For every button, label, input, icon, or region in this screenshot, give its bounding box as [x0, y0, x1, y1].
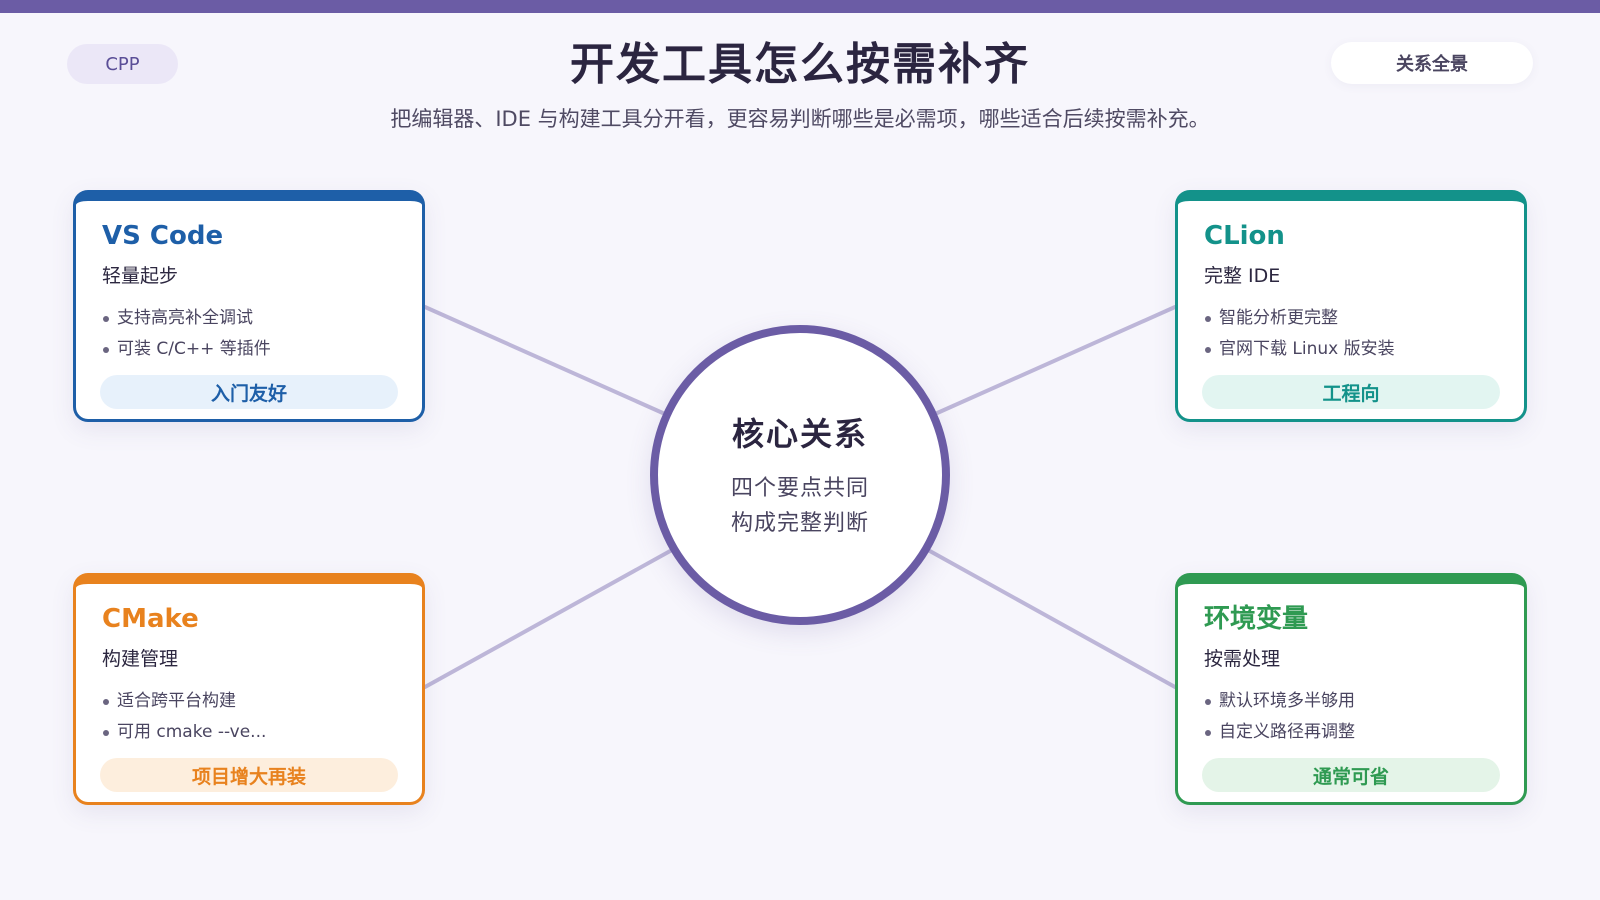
card-bullet: 智能分析更完整 [1204, 303, 1498, 334]
top-accent-bar [0, 0, 1600, 13]
card-bullet: 可用 cmake --ve... [102, 717, 396, 748]
connector-env [926, 548, 1177, 689]
card-bullet: 官网下载 Linux 版安装 [1204, 334, 1498, 365]
card-bullet: 支持高亮补全调试 [102, 303, 396, 334]
card-bullet-list: 支持高亮补全调试 可装 C/C++ 等插件 [102, 303, 396, 365]
connector-vscode [423, 305, 667, 416]
card-clion: CLion 完整 IDE 智能分析更完整 官网下载 Linux 版安装 工程向 [1175, 190, 1527, 422]
card-env-vars: 环境变量 按需处理 默认环境多半够用 自定义路径再调整 通常可省 [1175, 573, 1527, 805]
card-badge: 工程向 [1202, 375, 1500, 409]
topic-tag: CPP [67, 44, 178, 84]
card-bullet: 适合跨平台构建 [102, 686, 396, 717]
card-badge: 入门友好 [100, 375, 398, 409]
core-relation-hub: 核心关系 四个要点共同 构成完整判断 [650, 325, 950, 625]
card-subtitle: 构建管理 [102, 648, 179, 670]
card-badge: 通常可省 [1202, 758, 1500, 792]
card-badge: 项目增大再装 [100, 758, 398, 792]
card-subtitle: 按需处理 [1204, 648, 1281, 670]
card-vscode: VS Code 轻量起步 支持高亮补全调试 可装 C/C++ 等插件 入门友好 [73, 190, 425, 422]
card-bullet: 可装 C/C++ 等插件 [102, 334, 396, 365]
card-bullet-list: 智能分析更完整 官网下载 Linux 版安装 [1204, 303, 1498, 365]
hub-text-line-1: 四个要点共同 [730, 476, 869, 501]
card-subtitle: 完整 IDE [1204, 265, 1281, 287]
card-title: CLion [1204, 221, 1285, 251]
card-cmake: CMake 构建管理 适合跨平台构建 可用 cmake --ve... 项目增大… [73, 573, 425, 805]
card-title: 环境变量 [1204, 604, 1309, 634]
card-subtitle: 轻量起步 [102, 265, 179, 287]
card-bullet: 默认环境多半够用 [1204, 686, 1498, 717]
page-subtitle: 把编辑器、IDE 与构建工具分开看，更容易判断哪些是必需项，哪些适合后续按需补充… [390, 107, 1210, 131]
page-title: 开发工具怎么按需补齐 [570, 39, 1030, 90]
view-mode-badge: 关系全景 [1331, 42, 1533, 84]
card-title: VS Code [102, 221, 224, 251]
card-bullet-list: 默认环境多半够用 自定义路径再调整 [1204, 686, 1498, 748]
card-bullet: 自定义路径再调整 [1204, 717, 1498, 748]
connector-cmake [423, 548, 674, 689]
connector-clion [933, 305, 1177, 416]
card-title: CMake [102, 604, 199, 634]
card-bullet-list: 适合跨平台构建 可用 cmake --ve... [102, 686, 396, 748]
hub-text-line-2: 构成完整判断 [730, 511, 869, 536]
hub-title: 核心关系 [731, 415, 868, 453]
